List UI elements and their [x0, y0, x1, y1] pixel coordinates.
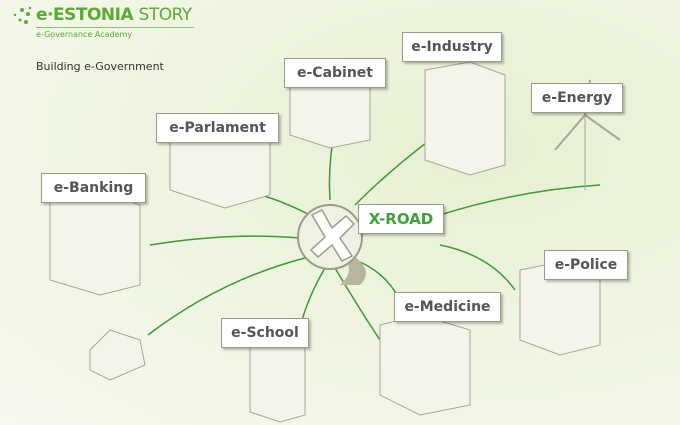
label-e-medicine: e-Medicine [394, 292, 501, 322]
label-e-parlament: e-Parlament [156, 113, 279, 143]
x-icon [309, 209, 356, 262]
connection-lines [147, 139, 601, 356]
label-e-industry: e-Industry [402, 32, 502, 62]
medicine-building [379, 314, 471, 416]
label-e-school: e-School [221, 318, 309, 348]
industry-building [424, 61, 506, 176]
label-e-police: e-Police [544, 250, 628, 280]
logo-prefix: e·ESTONIA [36, 5, 134, 25]
logo-suffix: STORY [138, 5, 193, 25]
page-title: Building e-Government [36, 60, 164, 73]
logo-subtitle: e-Governance Academy [36, 30, 133, 39]
label-e-banking: e-Banking [41, 173, 146, 203]
label-x-road: X-ROAD [358, 204, 444, 234]
buildings [49, 61, 621, 423]
label-e-energy: e-Energy [531, 83, 623, 113]
logo: e·ESTONIA STORY [36, 5, 192, 25]
x-road-hub [297, 204, 366, 285]
cabinet-building [289, 77, 371, 149]
house-building [89, 329, 146, 381]
bank-building [49, 191, 141, 296]
school-building [249, 337, 306, 423]
logo-dots-icon [13, 6, 32, 24]
logo-divider [36, 27, 194, 28]
label-e-cabinet: e-Cabinet [284, 58, 386, 88]
